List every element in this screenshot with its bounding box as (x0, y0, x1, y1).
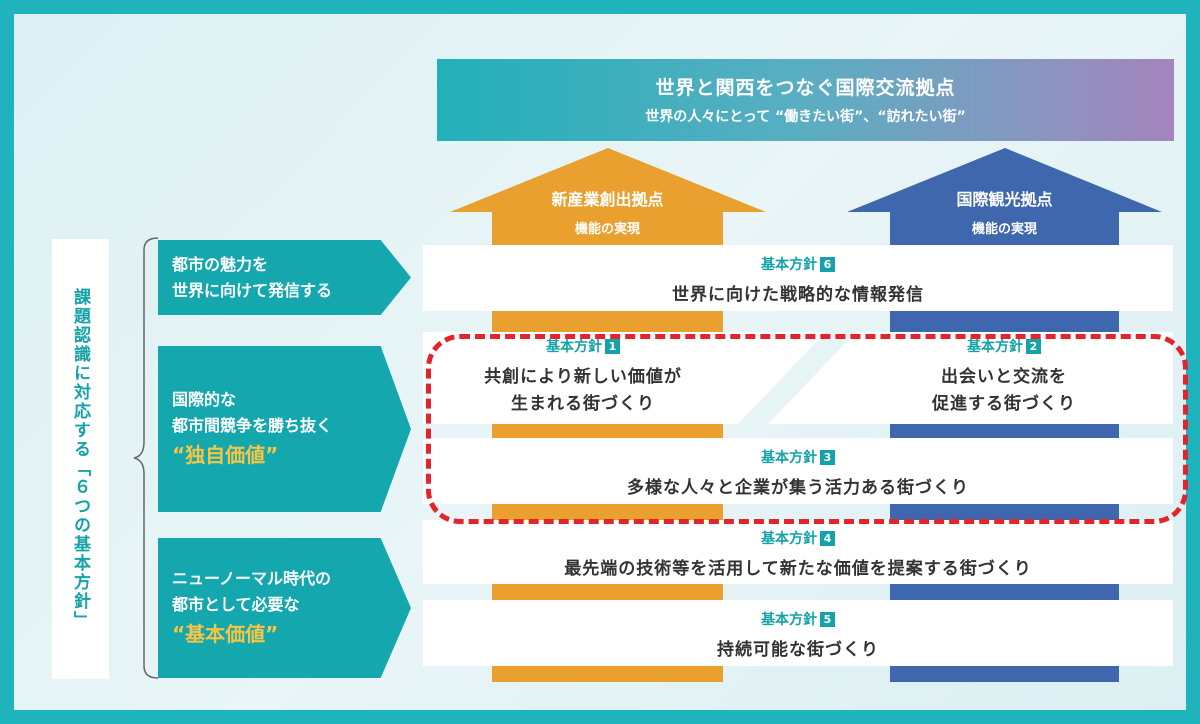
banner-title: 世界と関西をつなぐ国際交流拠点 (655, 77, 956, 99)
policy-2-box (768, 332, 1173, 424)
policy-1-number: 1 (605, 338, 620, 354)
policy-1-line2: 生まれる街づくり (511, 394, 655, 414)
diagram-canvas: 世界と関西をつなぐ国際交流拠点 世界の人々にとって “働きたい街”、“訪れたい街… (14, 14, 1188, 710)
policy-4-number: 4 (820, 530, 835, 546)
policy-1-2-shapes (423, 332, 1173, 424)
right-arrow-label: 国際観光拠点 機能の実現 (890, 186, 1119, 237)
right-shaft-seg (890, 311, 1119, 333)
issue-3-line2: 都市として必要な (172, 595, 300, 614)
issue-2-highlight: “独自価値” (172, 442, 279, 467)
left-arrow-title: 新産業創出拠点 (551, 190, 664, 209)
issue-1-line2: 世界に向けて発信する (172, 280, 333, 300)
banner-subtitle: 世界の人々にとって “働きたい街”、“訪れたい街” (645, 109, 966, 125)
policy-2-number: 2 (1026, 338, 1041, 354)
policy-2-line2: 促進する街づくり (932, 394, 1076, 414)
top-banner: 世界と関西をつなぐ国際交流拠点 世界の人々にとって “働きたい街”、“訪れたい街… (437, 59, 1174, 141)
right-arrow-head (847, 148, 1162, 212)
right-arrow-title: 国際観光拠点 (956, 190, 1053, 209)
left-shaft-seg (492, 584, 723, 604)
policy-3-number: 3 (820, 449, 835, 465)
brace-bracket (133, 237, 159, 679)
policy-5-text: 持続可能な街づくり (717, 640, 879, 660)
arrow-heads (450, 148, 1162, 212)
policy-3-text: 多様な人々と企業が集う活力ある街づくり (627, 478, 969, 498)
policy-1-box (423, 332, 826, 424)
policy-1-line1: 共創により新しい価値が (484, 367, 682, 387)
policy-6-number: 6 (820, 256, 835, 272)
issue-3-highlight: “基本価値” (172, 621, 279, 646)
highlight-dashed-frame (426, 334, 1188, 524)
left-shaft-seg (492, 311, 723, 333)
left-arrow-label: 新産業創出拠点 機能の実現 (492, 186, 723, 237)
vertical-label: 課題認識に対応する「６つの基本方針」 (70, 288, 90, 630)
right-shaft-seg (890, 666, 1119, 682)
issue-2-arrow: 国際的な 都市間競争を勝ち抜く “独自価値” (158, 346, 411, 512)
right-arrow-sub: 機能の実現 (971, 222, 1037, 237)
policy-4-text: 最先端の技術等を活用して新たな価値を提案する街づくり (564, 559, 1032, 579)
left-shaft-seg (492, 666, 723, 682)
policy-6-text: 世界に向けた戦略的な情報発信 (672, 285, 924, 305)
vertical-label-box: 課題認識に対応する「６つの基本方針」 (52, 239, 109, 679)
issue-2-line2: 都市間競争を勝ち抜く (172, 416, 333, 435)
right-shaft-seg (890, 584, 1119, 604)
left-arrow-sub: 機能の実現 (574, 222, 640, 237)
issue-1-arrow: 都市の魅力を 世界に向けて発信する (158, 240, 411, 315)
issue-3-line1: ニューノーマル時代の (172, 569, 332, 589)
issue-1-line1: 都市の魅力を (172, 254, 269, 274)
policy-5-number: 5 (820, 611, 835, 627)
policy-2-line1: 出会いと交流を (941, 367, 1067, 387)
issue-2-line1: 国際的な (172, 390, 237, 410)
issue-3-arrow: ニューノーマル時代の 都市として必要な “基本価値” (158, 538, 411, 678)
left-arrow-head (450, 148, 766, 212)
